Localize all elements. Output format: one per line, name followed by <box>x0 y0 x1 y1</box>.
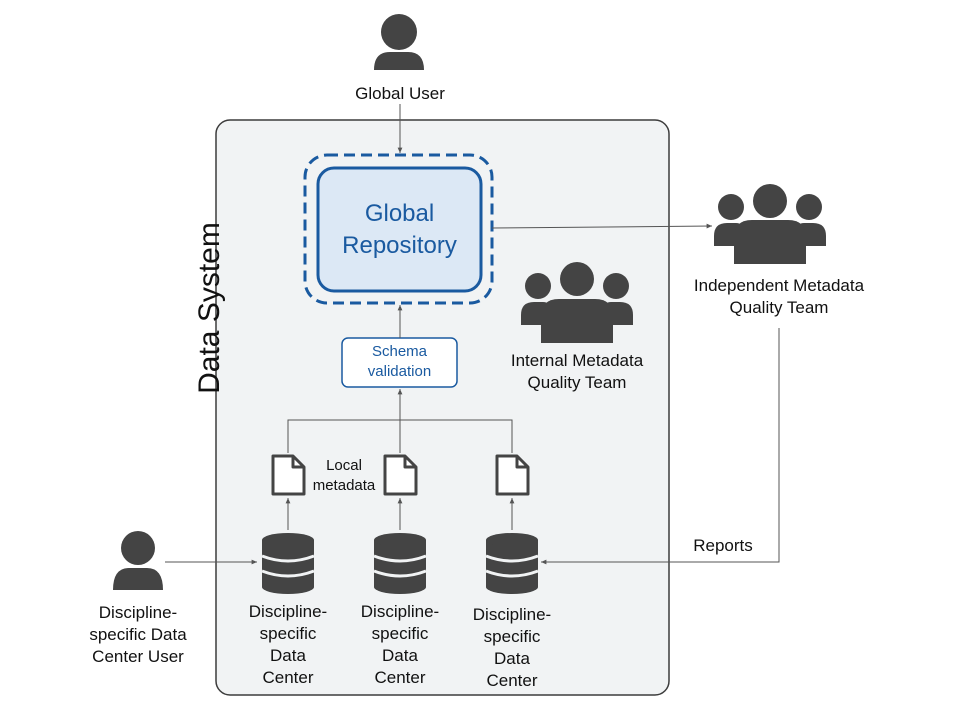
dc-user-person-icon <box>113 531 163 590</box>
connectors <box>165 104 780 565</box>
data-center-label-3: Discipline- specific Data Center <box>472 605 552 690</box>
internal-team-label: Internal Metadata Quality Team <box>510 351 644 392</box>
data-center-label-1: Discipline- specific Data Center <box>248 602 328 687</box>
global-repository-outer-dashed <box>303 153 494 305</box>
reports-label: Reports <box>693 536 753 555</box>
independent-team-group-icon <box>714 184 826 264</box>
local-metadata-document-icon-1 <box>271 454 306 496</box>
data-center-database-icon-3 <box>485 533 539 594</box>
local-metadata-label: Local metadata <box>312 457 376 494</box>
schema-validation-label: Schema validation <box>367 343 432 380</box>
data-center-label-2: Discipline- specific Data Center <box>360 602 440 687</box>
independent-team-label: Independent Metadata Quality Team <box>693 276 865 317</box>
local-metadata-document-icon-2 <box>383 454 418 496</box>
local-metadata-document-icon-3 <box>495 454 530 496</box>
data-system-label: Data System <box>193 222 226 394</box>
global-repository-box <box>316 166 483 293</box>
internal-team-group-icon <box>521 262 633 343</box>
global-repository-label: Global Repository <box>342 200 457 259</box>
repository-to-independent-team-arrow <box>491 223 713 229</box>
data-center-database-icon-1 <box>261 533 315 594</box>
data-center-database-icon-2 <box>373 533 427 594</box>
global-user-person-icon <box>374 14 424 70</box>
reports-arrow <box>541 328 780 565</box>
dc-user-label: Discipline- specific Data Center User <box>89 603 187 666</box>
global-user-label: Global User <box>355 84 445 103</box>
